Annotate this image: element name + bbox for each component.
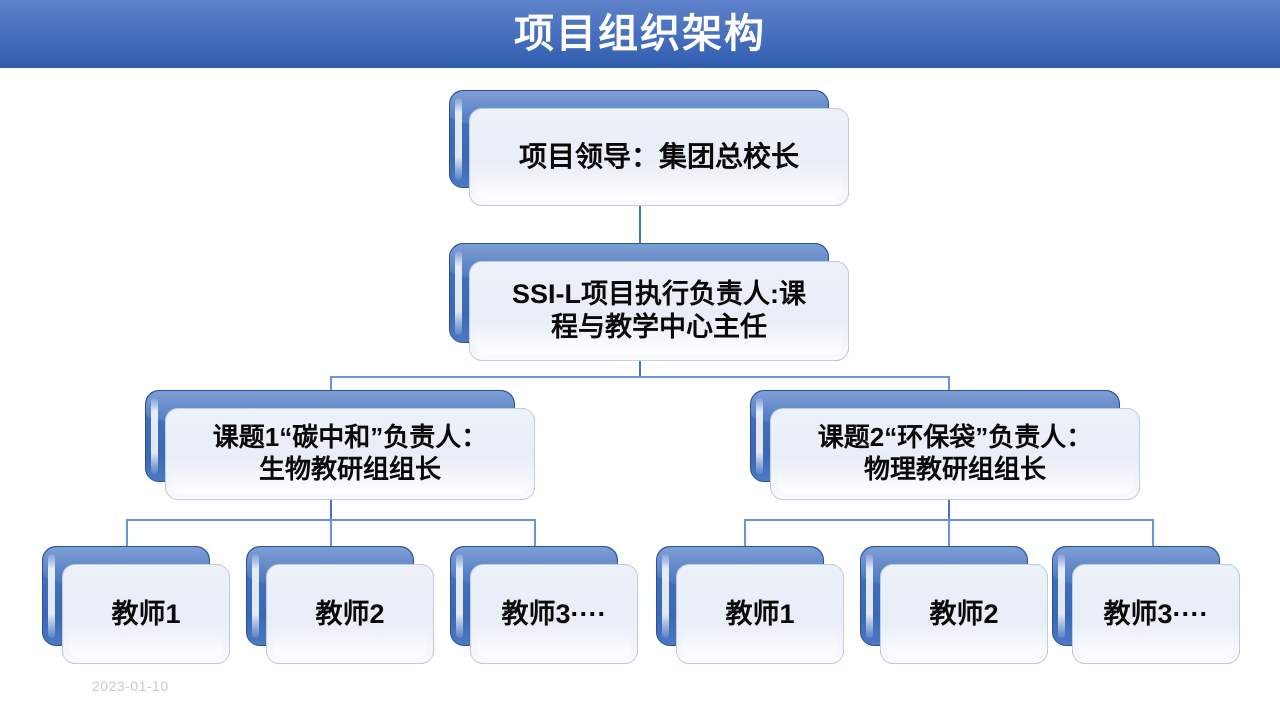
connector-leader-to-executive — [639, 188, 641, 244]
footer-date: 2023-01-10 — [92, 678, 169, 694]
org-node-label: 项目领导：集团总校长 — [518, 140, 799, 172]
org-node-label: 课题2“环保袋”负责人： 物理教研组组长 — [817, 422, 1093, 484]
org-node-leader[interactable]: 项目领导：集团总校长 — [449, 90, 849, 206]
node-card: 教师2 — [880, 564, 1048, 664]
org-node-label: 教师3···· — [1103, 598, 1209, 629]
connector-drop-t2-teacher2 — [948, 519, 950, 546]
connector-topic2-stem — [948, 482, 950, 520]
org-node-topic1[interactable]: 课题1“碳中和”负责人： 生物教研组组长 — [145, 390, 535, 500]
connector-drop-topic2 — [948, 376, 950, 392]
node-card: SSI-L项目执行负责人:课 程与教学中心主任 — [469, 261, 849, 361]
org-node-label: SSI-L项目执行负责人:课 程与教学中心主任 — [512, 279, 806, 342]
org-node-topic1-teacher1[interactable]: 教师1 — [42, 546, 230, 664]
connector-drop-t2-teacher1 — [744, 519, 746, 546]
org-node-label: 教师1 — [725, 598, 795, 629]
org-node-topic2-teacher2[interactable]: 教师2 — [860, 546, 1048, 664]
connector-drop-topic1 — [330, 376, 332, 392]
connector-executive-stem — [639, 345, 641, 377]
node-card: 教师2 — [266, 564, 434, 664]
node-card: 教师1 — [62, 564, 230, 664]
org-node-topic1-teacher2[interactable]: 教师2 — [246, 546, 434, 664]
node-card: 项目领导：集团总校长 — [469, 108, 849, 206]
node-card: 教师3···· — [470, 564, 638, 664]
org-node-label: 教师2 — [315, 598, 385, 629]
connector-level3-bus — [330, 376, 950, 378]
node-card: 课题2“环保袋”负责人： 物理教研组组长 — [770, 408, 1140, 500]
org-node-label: 教师2 — [929, 598, 999, 629]
org-node-topic2-teacher1[interactable]: 教师1 — [656, 546, 844, 664]
node-card: 课题1“碳中和”负责人： 生物教研组组长 — [165, 408, 535, 500]
org-node-label: 课题1“碳中和”负责人： 生物教研组组长 — [212, 422, 488, 484]
slide-title-bar: 项目组织架构 — [0, 0, 1280, 68]
org-node-label: 教师3···· — [501, 598, 607, 629]
node-card: 教师3···· — [1072, 564, 1240, 664]
org-node-topic1-teacher3[interactable]: 教师3···· — [450, 546, 638, 664]
connector-topic1-stem — [330, 482, 332, 520]
org-node-topic2[interactable]: 课题2“环保袋”负责人： 物理教研组组长 — [750, 390, 1140, 500]
page-title: 项目组织架构 — [514, 12, 766, 56]
connector-drop-t1-teacher1 — [126, 519, 128, 546]
connector-drop-t1-teacher3 — [534, 519, 536, 546]
connector-drop-t2-teacher3 — [1152, 519, 1154, 546]
org-node-label: 教师1 — [111, 598, 181, 629]
connector-drop-t1-teacher2 — [330, 519, 332, 546]
org-node-executive[interactable]: SSI-L项目执行负责人:课 程与教学中心主任 — [449, 243, 849, 361]
node-card: 教师1 — [676, 564, 844, 664]
org-node-topic2-teacher3[interactable]: 教师3···· — [1052, 546, 1240, 664]
